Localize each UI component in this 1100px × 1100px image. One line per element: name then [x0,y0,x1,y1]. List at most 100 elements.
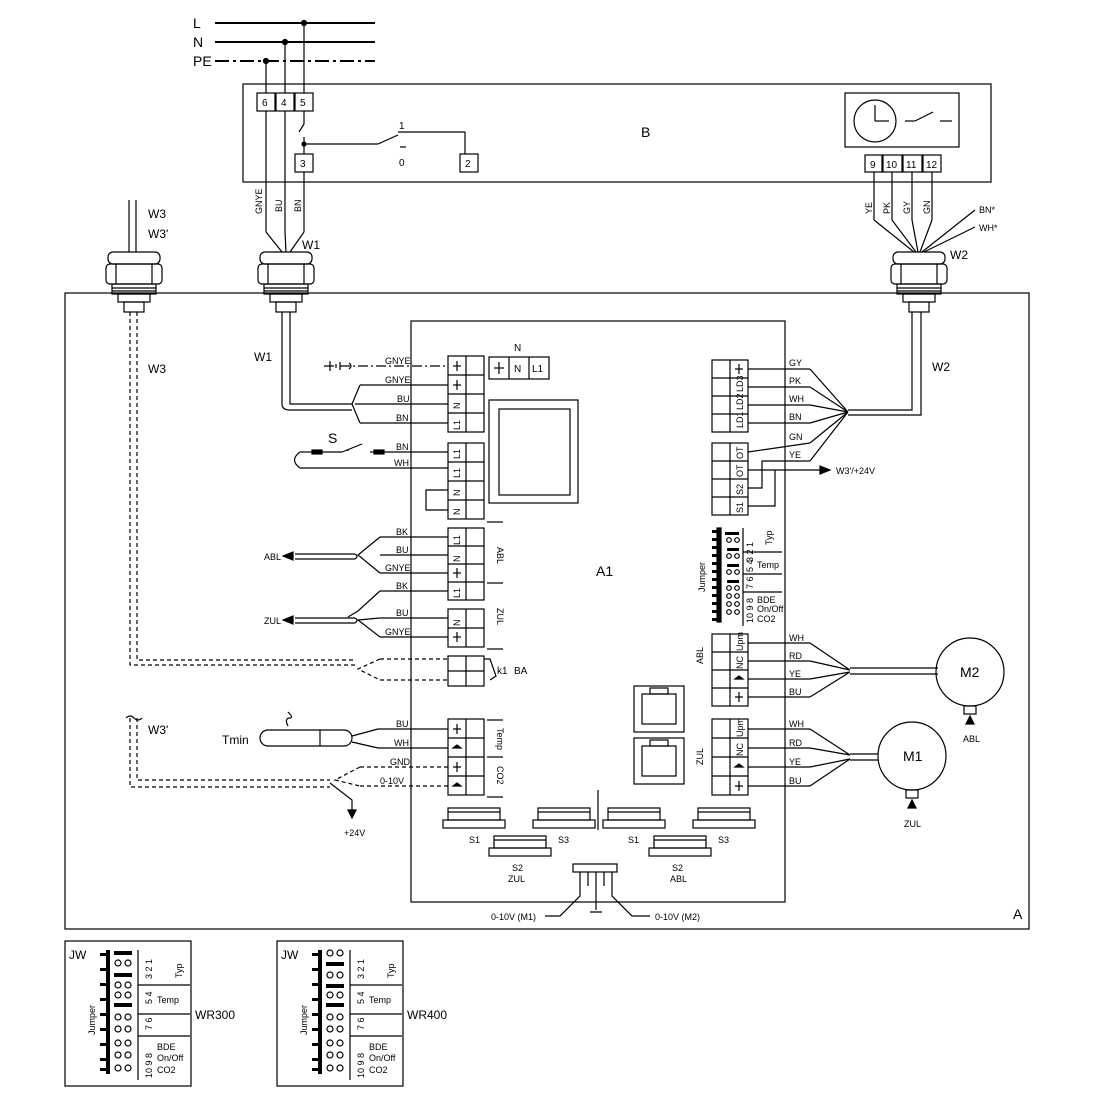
tmin-wire-gnd: GND [390,757,411,767]
board-a1-label: A1 [596,563,613,579]
m1-pin-upm: Upm [735,718,745,737]
tmin-wire-bu: BU [396,719,409,729]
zul-wire-bu: BU [396,608,409,618]
mains-bus: L N PE [193,15,375,93]
switch-0-label: 0 [399,158,405,169]
terminal-block-power: N L1 GNYE GNYE BU BN W1 [254,312,485,433]
abl-wire-bu: BU [396,545,409,555]
led-terminal-block: LD3 LD2 LD1 GY PK WH BN GN YE W2 [711,312,950,462]
wr300-jumper-title: Jumper [87,1005,97,1035]
box-b-label: B [641,124,650,140]
m2-pin-nc: NC [735,656,745,669]
legend-wr400: JW Jumper 3 2 1 5 4 7 6 10 9 8 Typ Temp … [276,940,447,1087]
m2-wire-ye: YE [789,669,801,679]
w3-mid-label: W3 [148,362,166,376]
w2-extra-bn: BN* [979,205,996,215]
supply-24v-label: +24V [344,828,365,838]
button-s3-left[interactable] [532,807,596,829]
wr300-bde: BDE [157,1042,176,1052]
btn-s2b-label: S2 [672,863,683,873]
tmin-sensor [259,729,353,747]
supply-pin-n: N [514,364,521,375]
zul-pin-n: N [452,620,462,627]
wr300-model: WR300 [195,1008,235,1022]
terminal-12: 12 [926,160,938,171]
power-pin-l1: L1 [452,420,462,430]
wr300-temp: Temp [157,995,179,1005]
wr300-co2: CO2 [157,1065,176,1075]
button-s1-left[interactable] [442,807,506,829]
m2-wire-wh: WH [789,633,804,643]
wr400-typ: Typ [386,963,396,978]
m1-pin-nc: NC [735,743,745,756]
power-wire-bn: BN [396,413,409,423]
led-pin-ld2: LD2 [735,393,745,410]
terminal-4: 4 [281,98,287,109]
abl-wire-bk1: BK [396,527,408,537]
jumper-label-temp: Temp [757,560,779,570]
cable-w3-top: W3 W3' [128,200,168,252]
w1-left-label: W1 [254,350,272,364]
power-wire-gnye-1: GNYE [385,356,411,366]
jumper-nums-76: 7 6 [745,576,755,589]
terminal-3: 3 [300,159,306,170]
abl-arrow-label: ABL [264,552,281,562]
terminal-9: 9 [870,160,876,171]
led-pin-ld1: LD1 [735,411,745,428]
power-pin-n: N [452,403,462,410]
wr400-nums-76: 7 6 [356,1017,366,1030]
wr400-jw: JW [281,948,299,962]
wr400-co2: CO2 [369,1065,388,1075]
wr300-nums-76: 7 6 [144,1017,154,1030]
legend-wr300: JW Jumper 3 2 1 5 4 7 6 10 9 8 Typ Temp … [64,940,235,1087]
m2-pin-upm: Upm [735,632,745,651]
button-s1-right[interactable] [602,807,666,829]
wr300-typ: Typ [174,963,184,978]
housing-a-label: A [1013,906,1023,922]
wr400-model: WR400 [407,1008,447,1022]
ot-out-label: W3'/+24V [836,466,875,476]
switch-pin-l1b: L1 [452,468,462,478]
wr300-nums-1098: 10 9 8 [144,1053,154,1078]
motor-m1-label: M1 [903,748,923,764]
led-wire-wh: WH [789,394,804,404]
jumper-nums-321: 3 2 1 [745,542,755,562]
mains-pe-label: PE [193,53,212,69]
button-s2-left[interactable] [488,835,552,857]
jumper-block-board: Jumper 3 2 1 5 4 7 6 [697,527,784,626]
switch-pin-nb: N [452,509,462,516]
abl-wire-gnye: GNYE [385,563,411,573]
led-wire-gn: GN [789,432,803,442]
button-s2-right[interactable] [648,835,712,857]
analog-m1-label: 0-10V (M1) [491,912,536,922]
jumper-label-bde: BDE [757,595,776,605]
jumper-nums-54: 5 4 [745,559,755,572]
zul-arrow-label: ZUL [264,616,281,626]
w2-wire-ye: YE [864,202,874,214]
w3p-mid-label: W3' [148,723,168,737]
clock-icon [853,99,897,143]
wr400-temp: Temp [369,995,391,1005]
wr400-nums-1098: 10 9 8 [356,1053,366,1078]
button-s3-right[interactable] [692,807,756,829]
m1-wire-wh: WH [789,719,804,729]
switch-1-label: 1 [399,121,405,132]
ot-terminal-block: OT OT S2 S1 W3'/+24V [711,442,875,516]
w3-top-label: W3 [148,207,166,221]
power-wire-bu: BU [397,394,410,404]
terminal-11: 11 [906,160,917,171]
push-buttons: S1 S3 S2 ZUL S1 S3 S2 ABL [442,807,756,884]
w1-wire-bn: BN [293,199,303,212]
timer-box [844,92,960,148]
motor-m2-sub: ABL [963,734,980,744]
btn-s2a-label: S2 [512,863,523,873]
ot-pin-s2: S2 [735,484,745,495]
switch-pin-l1a: L1 [452,449,462,459]
jumper-label-onoff: On/Off [757,604,784,614]
jumper-label-typ: Typ [764,530,774,545]
motor-m1-sub: ZUL [904,819,921,829]
board-a1: A1 N N L1 [410,320,786,903]
supply-pin-l1: L1 [532,364,544,375]
btn-s3a-label: S3 [558,835,569,845]
zul-wire-gnye: GNYE [385,627,411,637]
